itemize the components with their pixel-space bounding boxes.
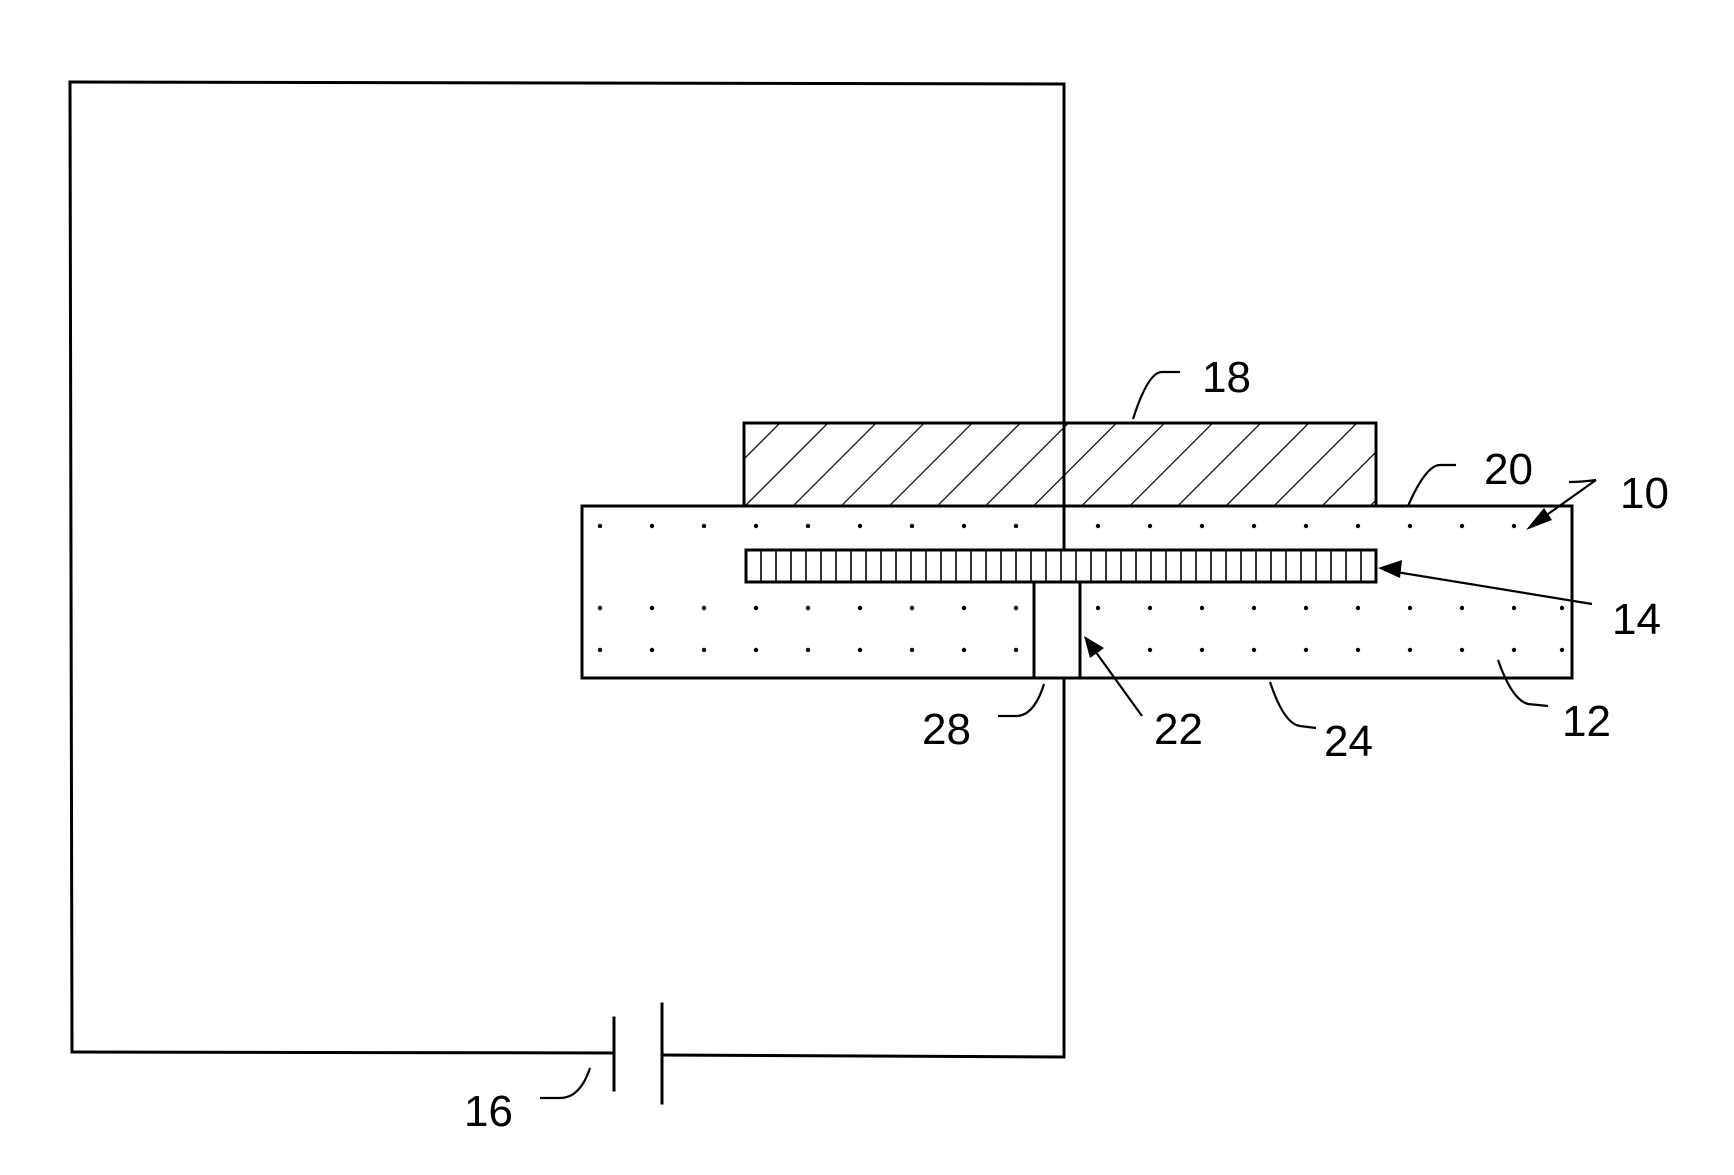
label-12: 12 xyxy=(1562,697,1611,746)
leader-20 xyxy=(1408,465,1456,506)
label-14: 14 xyxy=(1612,595,1661,644)
label-18: 18 xyxy=(1202,353,1251,402)
label-20: 20 xyxy=(1484,445,1533,494)
via-22 xyxy=(1034,582,1080,678)
segmented-strip-14 xyxy=(746,550,1376,582)
leader-18 xyxy=(1133,372,1180,419)
electrode-18 xyxy=(744,423,1376,507)
label-24: 24 xyxy=(1324,717,1373,766)
label-16: 16 xyxy=(464,1087,513,1136)
battery-symbol xyxy=(614,1004,662,1103)
label-22: 22 xyxy=(1154,705,1203,754)
label-28: 28 xyxy=(922,705,971,754)
leader-16 xyxy=(540,1068,590,1098)
leader-24 xyxy=(1270,682,1316,728)
leader-28 xyxy=(998,684,1044,716)
label-10: 10 xyxy=(1620,469,1669,518)
